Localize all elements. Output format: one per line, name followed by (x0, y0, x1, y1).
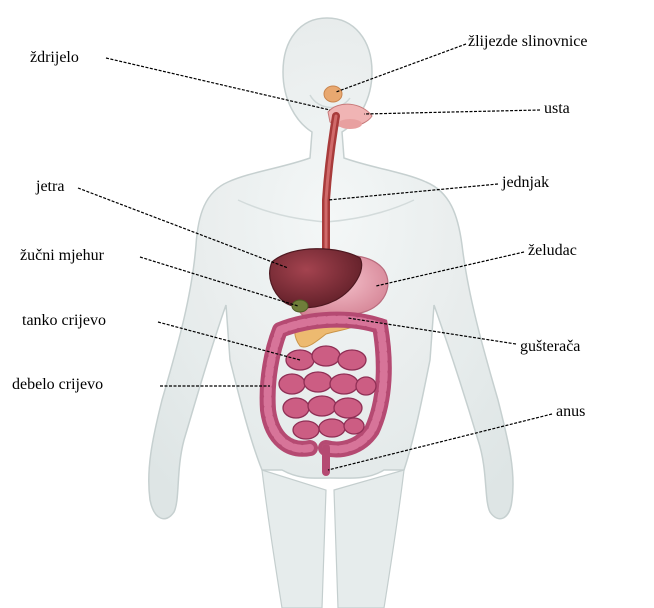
label-jednjak: jednjak (502, 173, 549, 193)
leader-usta (364, 110, 540, 114)
label-zdrijelo: ždrijelo (30, 48, 79, 68)
salivary-gland (324, 86, 342, 102)
label-usta: usta (544, 99, 570, 119)
label-zlijezde-slinovnice: žlijezde slinovnice (468, 32, 588, 52)
label-tanko-crijevo: tanko crijevo (22, 311, 106, 331)
label-zeludac: želudac (528, 241, 577, 261)
label-zucni-mjehur: žučni mjehur (20, 246, 104, 266)
label-debelo-crijevo: debelo crijevo (12, 375, 103, 395)
gallbladder (292, 300, 308, 312)
label-gusteraca: gušterača (520, 337, 580, 357)
label-jetra: jetra (36, 177, 64, 197)
tongue (338, 119, 362, 129)
organs (268, 86, 388, 472)
label-anus: anus (556, 402, 585, 422)
